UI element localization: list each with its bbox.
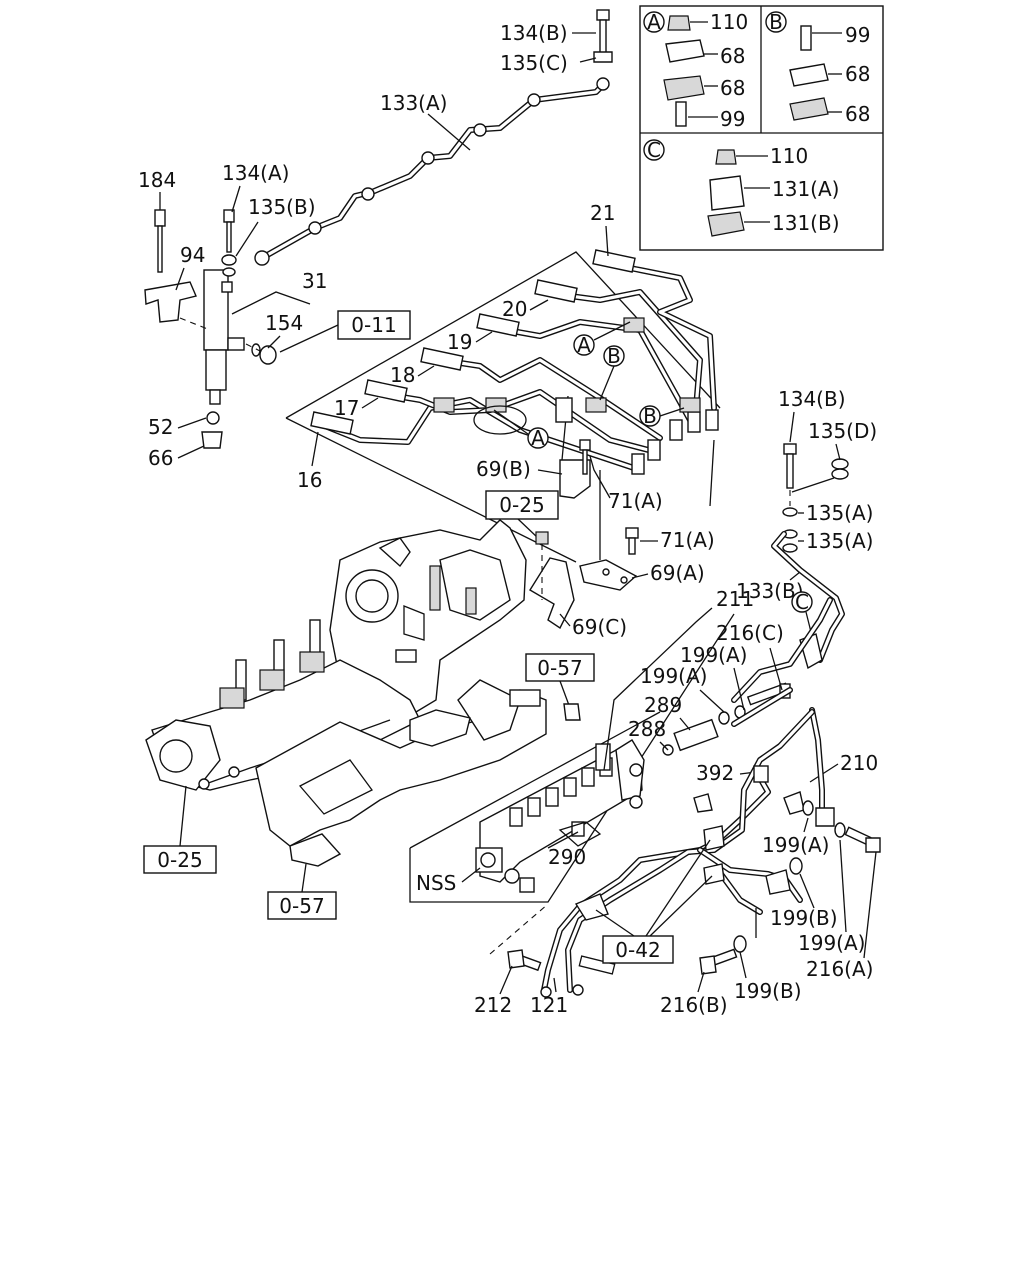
label-288: 288 <box>628 717 666 741</box>
injector-assembly <box>144 209 277 449</box>
label-69a: 69(A) <box>650 561 705 585</box>
label-216c: 216(C) <box>716 621 784 645</box>
ref-0-57-mid: 0-57 <box>537 656 582 680</box>
clamp-69c <box>529 531 575 630</box>
label-199a-2: 199(A) <box>640 664 707 688</box>
label-69c: 69(C) <box>572 615 627 639</box>
label-212: 212 <box>474 993 512 1017</box>
inset-b-tag: B <box>769 10 783 34</box>
marker-b-1: B <box>607 344 621 368</box>
label-69b: 69(B) <box>476 457 531 481</box>
label-17: 17 <box>334 396 359 420</box>
inset-a-110: 110 <box>710 10 748 34</box>
marker-a-2: A <box>531 426 545 450</box>
inset-a-68-1: 68 <box>720 44 745 68</box>
label-199a-4: 199(A) <box>798 931 865 955</box>
inset-b-99: 99 <box>845 23 870 47</box>
inset-a-tag: A <box>647 10 661 34</box>
label-94: 94 <box>180 243 205 267</box>
injection-pipe-group <box>285 249 721 563</box>
label-nss: NSS <box>416 871 456 895</box>
label-199a-1: 199(A) <box>680 643 747 667</box>
marker-c-1: C <box>795 590 809 614</box>
inset-b-68-1: 68 <box>845 62 870 86</box>
label-18: 18 <box>390 363 415 387</box>
label-199b-1: 199(B) <box>770 906 838 930</box>
marker-b-2: B <box>643 404 657 428</box>
label-135b: 135(B) <box>248 195 316 219</box>
label-211: 211 <box>716 587 754 611</box>
ref-0-25-left: 0-25 <box>157 848 202 872</box>
label-134b-top: 134(B) <box>500 21 568 45</box>
common-rail-assembly <box>409 597 833 903</box>
ref-0-57-bottom: 0-57 <box>279 894 324 918</box>
label-135d: 135(D) <box>808 419 877 443</box>
inset-b-68-2: 68 <box>845 102 870 126</box>
label-184: 184 <box>138 168 176 192</box>
label-216b: 216(B) <box>660 993 728 1017</box>
label-210: 210 <box>840 751 878 775</box>
label-121: 121 <box>530 993 568 1017</box>
label-20: 20 <box>502 297 527 321</box>
inset-c-110: 110 <box>770 144 808 168</box>
inset-c-131b: 131(B) <box>772 211 840 235</box>
ref-0-42: 0-42 <box>615 938 660 962</box>
bracket-69a <box>579 527 639 591</box>
label-135a-2: 135(A) <box>806 529 873 553</box>
inset-a-68-2: 68 <box>720 76 745 100</box>
label-134a: 134(A) <box>222 161 289 185</box>
ref-0-11: 0-11 <box>351 313 396 337</box>
label-135a-1: 135(A) <box>806 501 873 525</box>
label-16: 16 <box>297 468 322 492</box>
detail-inset: A 110 68 68 99 B 99 68 68 C 110 131(A) <box>639 5 884 251</box>
leak-off-pipe-133b <box>771 443 849 670</box>
inset-c-131a: 131(A) <box>772 177 839 201</box>
label-52: 52 <box>148 415 173 439</box>
marker-a-1: A <box>577 333 591 357</box>
ref-0-25-top: 0-25 <box>499 493 544 517</box>
ref-box-0-42 <box>602 935 674 964</box>
ref-box-0-25-left <box>143 845 217 874</box>
label-133a: 133(A) <box>380 91 447 115</box>
label-71a-1: 71(A) <box>608 489 663 513</box>
label-199a-3: 199(A) <box>762 833 829 857</box>
label-135c: 135(C) <box>500 51 568 75</box>
label-31: 31 <box>302 269 327 293</box>
leak-off-pipe-133a <box>254 9 613 266</box>
label-21: 21 <box>590 201 615 225</box>
fuel-pipes-lower <box>507 707 881 998</box>
ref-box-0-57-bottom <box>267 891 337 920</box>
label-289: 289 <box>644 693 682 717</box>
turbocharger-and-manifold <box>145 519 547 867</box>
bracket-69b <box>555 395 591 499</box>
inset-a-99: 99 <box>720 107 745 131</box>
label-134b-right: 134(B) <box>778 387 846 411</box>
label-392: 392 <box>696 761 734 785</box>
inset-c-tag: C <box>647 138 661 162</box>
label-199b-2: 199(B) <box>734 979 802 1003</box>
label-66: 66 <box>148 446 173 470</box>
label-290: 290 <box>548 845 586 869</box>
label-154: 154 <box>265 311 303 335</box>
label-216a: 216(A) <box>806 957 873 981</box>
label-19: 19 <box>447 330 472 354</box>
label-71a-2: 71(A) <box>660 528 715 552</box>
ref-box-0-25-top <box>485 490 559 520</box>
